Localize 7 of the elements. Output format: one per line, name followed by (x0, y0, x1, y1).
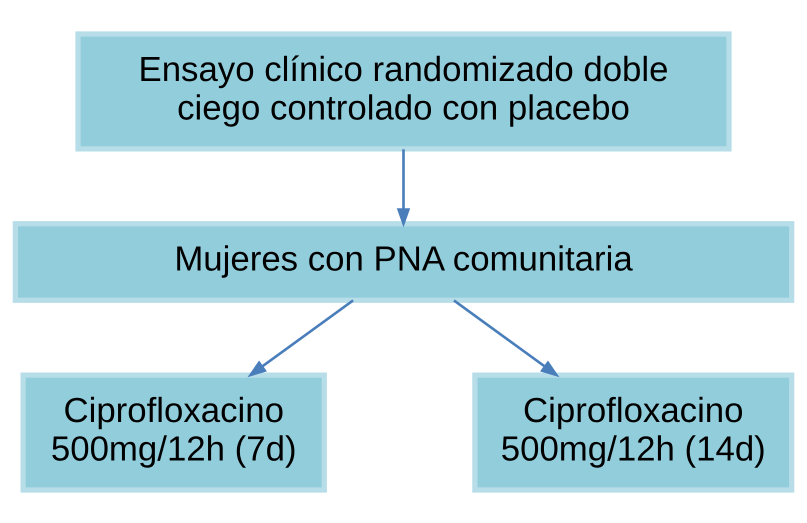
node-box: Ensayo clínico randomizado doble ciego controlado con placebo (75, 30, 732, 151)
node-box: Ciprofloxacino 500mg/12h (7d) (20, 372, 327, 492)
node-box: Mujeres con PNA comunitaria (12, 220, 794, 302)
arrow (248, 298, 354, 377)
arrow (453, 298, 560, 377)
arrow (396, 148, 410, 227)
node-box: Ciprofloxacino 500mg/12h (14d) (472, 372, 794, 492)
